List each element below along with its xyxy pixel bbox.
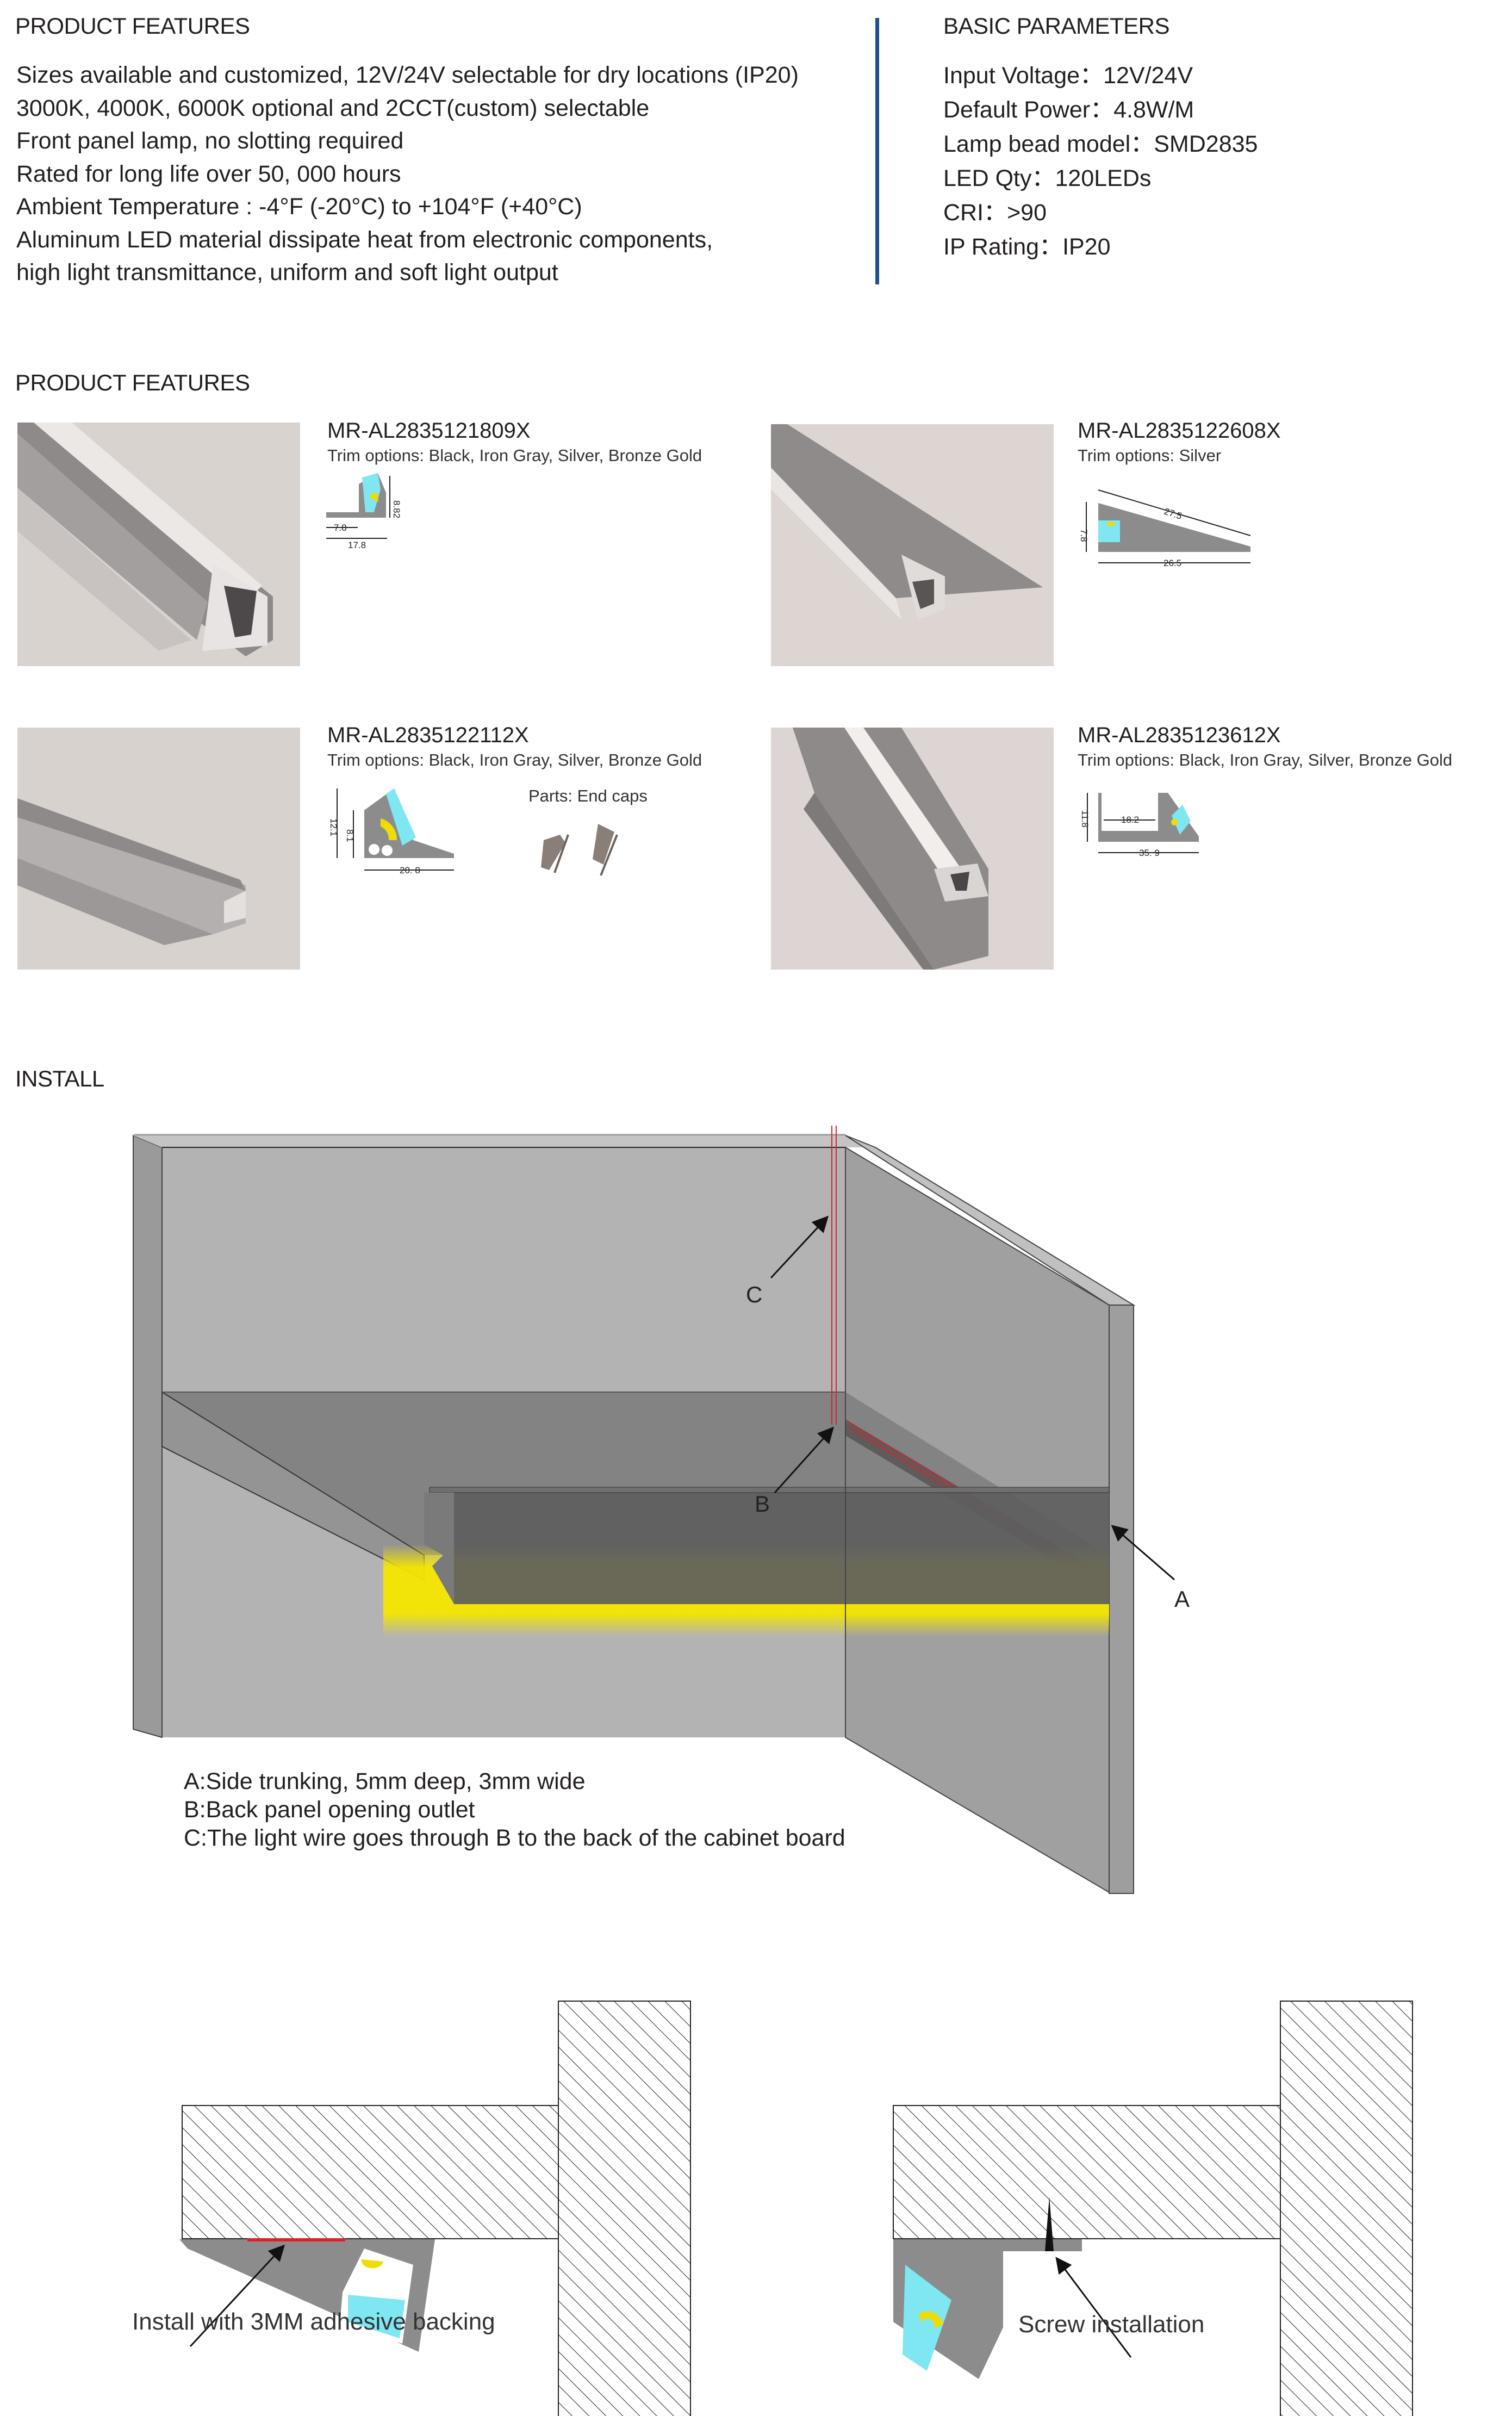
feature-line: Sizes available and customized, 12V/24V … (16, 62, 799, 88)
param-label: LED Qty： (943, 165, 1055, 191)
parts-label: Parts: End caps (528, 786, 648, 805)
legend-c: C:The light wire goes through B to the b… (184, 1825, 845, 1851)
param-label: IP Rating： (943, 234, 1063, 260)
product-trim-3: Trim options: Black, Iron Gray, Silver, … (327, 750, 702, 769)
product-trim-2: Trim options: Silver (1078, 446, 1222, 465)
install-legend: A:Side trunking, 5mm deep, 3mm wide B:Ba… (184, 1767, 845, 1852)
legend-a: A:Side trunking, 5mm deep, 3mm wide (184, 1768, 586, 1794)
parameters-list: Input Voltage：12V/24V Default Power：4.8W… (943, 59, 1258, 264)
product-photo-3 (17, 728, 300, 970)
param-value: SMD2835 (1154, 131, 1258, 157)
dim-inner-width: 18.2 (1121, 815, 1139, 825)
param-ip-rating: IP Rating：IP20 (943, 230, 1258, 264)
products-title: PRODUCT FEATURES (15, 370, 250, 395)
param-value: >90 (1007, 200, 1047, 226)
param-label: Lamp bead model： (943, 131, 1154, 157)
section-divider (875, 18, 879, 284)
dim-height: 12.1 (328, 818, 339, 836)
dim-inner-height: 8.1 (345, 829, 355, 842)
dim-inner-width: 7.8 (334, 523, 347, 533)
product-photo-2 (771, 424, 1054, 666)
feature-line: Front panel lamp, no slotting required (16, 128, 404, 154)
parameters-title: BASIC PARAMETERS (943, 13, 1169, 39)
param-label: Default Power： (943, 97, 1114, 123)
callout-c: C (746, 1282, 762, 1307)
callout-a: A (1174, 1586, 1190, 1612)
aluminum-profile-image (771, 728, 1054, 970)
param-value: 120LEDs (1055, 165, 1152, 191)
feature-line: Aluminum LED material dissipate heat fro… (16, 226, 713, 253)
dim-height: 11.8 (1080, 810, 1090, 828)
dim-width: 26.5 (1163, 558, 1181, 568)
dim-width: 17.8 (348, 540, 366, 550)
dim-width: 35. 9 (1139, 848, 1160, 858)
product-trim-4: Trim options: Black, Iron Gray, Silver, … (1078, 750, 1453, 769)
param-value: 4.8W/M (1113, 97, 1194, 123)
param-lamp-bead: Lamp bead model：SMD2835 (943, 127, 1258, 162)
profile-drawing-3: 12.1 8.1 20. 8 (328, 788, 454, 875)
aluminum-profile-image (771, 424, 1054, 666)
profile-drawing-4: 11.8 18.2 35. 9 (1080, 793, 1199, 858)
callout-b: B (755, 1491, 770, 1517)
param-value: 12V/24V (1103, 63, 1193, 89)
install-title: INSTALL (15, 1066, 104, 1091)
dim-height: 8.82 (391, 500, 402, 518)
caption-adhesive: Install with 3MM adhesive backing (132, 2308, 495, 2335)
dim-width: 20. 8 (400, 865, 420, 875)
features-list: Sizes available and customized, 12V/24V … (16, 59, 799, 289)
product-model-4: MR-AL2835123612X (1078, 723, 1281, 747)
feature-line: 3000K, 4000K, 6000K optional and 2CCT(cu… (16, 95, 650, 121)
param-value: IP20 (1062, 234, 1111, 260)
product-model-2: MR-AL2835122608X (1078, 419, 1281, 443)
product-model-1: MR-AL2835121809X (327, 419, 531, 443)
param-label: CRI： (943, 200, 1007, 226)
param-led-qty: LED Qty：120LEDs (943, 162, 1258, 196)
aluminum-profile-image (17, 728, 300, 970)
param-input-voltage: Input Voltage：12V/24V (943, 59, 1258, 93)
product-photo-4 (771, 728, 1054, 970)
product-photo-1 (17, 423, 300, 666)
aluminum-profile-image (17, 423, 300, 666)
profile-drawing-1: 8.82 7.8 17.8 (326, 473, 402, 550)
caption-screw: Screw installation (1018, 2311, 1205, 2338)
param-label: Input Voltage： (943, 63, 1104, 89)
feature-line: Rated for long life over 50, 000 hours (16, 160, 401, 187)
feature-line: high light transmittance, uniform and so… (16, 259, 558, 285)
end-caps-image (541, 824, 618, 876)
dim-height: 7.8 (1079, 529, 1089, 542)
param-cri: CRI：>90 (943, 196, 1258, 230)
param-default-power: Default Power：4.8W/M (943, 93, 1258, 127)
feature-line: Ambient Temperature : -4°F (-20°C) to +1… (16, 194, 582, 220)
product-trim-1: Trim options: Black, Iron Gray, Silver, … (327, 446, 702, 465)
profile-drawing-2: 7.8 27.5 26.5 (1079, 489, 1251, 568)
product-model-3: MR-AL2835122112X (327, 723, 529, 747)
features-title: PRODUCT FEATURES (15, 13, 250, 39)
legend-b: B:Back panel opening outlet (184, 1797, 475, 1823)
